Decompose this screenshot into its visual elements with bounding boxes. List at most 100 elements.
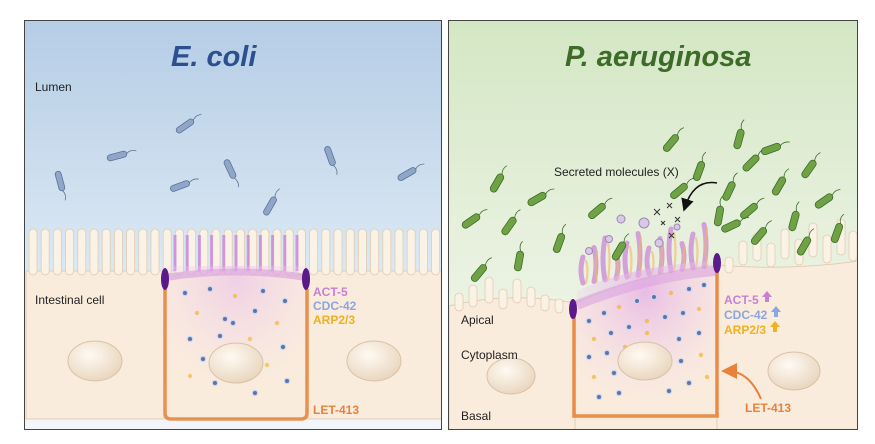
bacterium [722,172,738,201]
microvillus [526,286,536,308]
bacterium [106,149,137,162]
microvillus [766,242,776,268]
arp2-3-particle [194,310,200,316]
cdc-42-vesicle [595,393,603,401]
microvillus [28,228,38,276]
bacterium [223,159,239,188]
cdc-42-vesicle [199,355,207,363]
let-413-label: LET-413 [745,401,792,415]
bacterium [397,163,425,181]
bacterium [713,196,725,227]
bacterium [670,177,695,200]
arp2-3-particle [696,306,702,312]
act-5-label: ACT-5 [724,293,759,307]
x-particle [653,208,661,216]
nucleus [617,341,673,381]
cdc-42-vesicle [281,297,289,305]
bacterium [611,233,630,261]
arp2-3-particle [232,293,238,299]
microvillus [406,228,416,276]
increase-arrows [762,291,781,332]
apical-junction [161,268,169,290]
e-coli-panel: E. coli Lumen Intestinal cell ACT-5 CDC-… [24,20,442,430]
bacterium [470,257,492,282]
e-coli-bacteria [54,114,425,216]
act-5-filament [578,254,586,286]
microvillus [357,228,367,276]
microvillus [52,228,62,276]
cdc-42-vesicle [186,335,194,343]
bacterium [740,197,765,220]
x-particle [660,220,666,226]
cdc-42-vesicle [251,389,259,397]
microvillus [512,278,522,304]
cdc-42-vesicle [279,343,287,351]
intestinal-cell-label: Intestinal cell [35,293,105,307]
cdc-42-vesicle [665,387,673,395]
p-aeruginosa-bacteria [461,119,845,282]
microvillus [114,228,123,276]
microvillus [321,228,331,276]
p-aeruginosa-diagram [449,21,857,429]
cdc-42-vesicle [585,353,593,361]
bacterium [324,146,338,175]
microvillus [370,228,380,276]
secreted-droplet [585,247,593,255]
microvillus [468,284,478,308]
microvillus [382,228,392,276]
cdc-42-vesicle [677,357,685,365]
panel-title: E. coli [171,41,257,73]
bacterium [796,228,815,256]
bacterium [771,168,790,196]
let-413-label: LET-413 [313,403,360,417]
bacterium [830,213,845,244]
microvillus [394,228,404,276]
basal-label: Basal [461,409,492,423]
microvillus [333,228,343,276]
microvillus [150,228,160,276]
cdc-42-vesicle [181,289,189,297]
panel-title: P. aeruginosa [565,41,752,73]
arp2-3-particle [668,290,674,296]
cdc-42-vesicle [607,329,615,337]
bacterium [588,197,613,220]
bacterium [54,170,67,201]
x-particle [674,216,681,223]
microvillus [738,240,748,266]
bacterium [760,141,790,156]
e-coli-diagram [25,21,441,429]
microvillus [822,234,832,264]
cdc-42-label: CDC-42 [724,308,768,322]
bacterium [527,188,555,207]
bacterium [750,220,772,245]
apical-label: Apical [461,313,494,327]
bacterium [175,114,202,134]
let-413-arrow [721,363,762,400]
arp2-3-up-arrow [770,321,780,332]
microvillus [454,292,464,312]
cdc-42-vesicle [700,281,708,289]
cdc-42-vesicle [685,379,693,387]
cdc-42-vesicle [211,379,219,387]
microvillus [848,230,857,262]
arp2-3-particle [187,373,193,379]
affected-cell-body [574,261,717,416]
let-413-microvillus-tip [584,259,589,285]
microvillus [724,256,734,274]
microvillus [498,288,508,310]
cdc-42-vesicle [216,332,224,340]
arp2-3-particle [644,318,650,324]
secreted-arrow [681,181,718,212]
microvillus [345,228,355,276]
apical-junction [302,268,310,290]
bacterium [692,151,707,182]
nucleus [67,340,123,382]
arp2-3-particle [264,362,270,368]
nucleus [486,357,536,395]
microvillus [554,298,564,314]
apical-junction [569,299,577,319]
microvillus [431,228,441,276]
x-particle [668,232,675,239]
microvillus [126,228,135,276]
microvillus [418,228,428,276]
